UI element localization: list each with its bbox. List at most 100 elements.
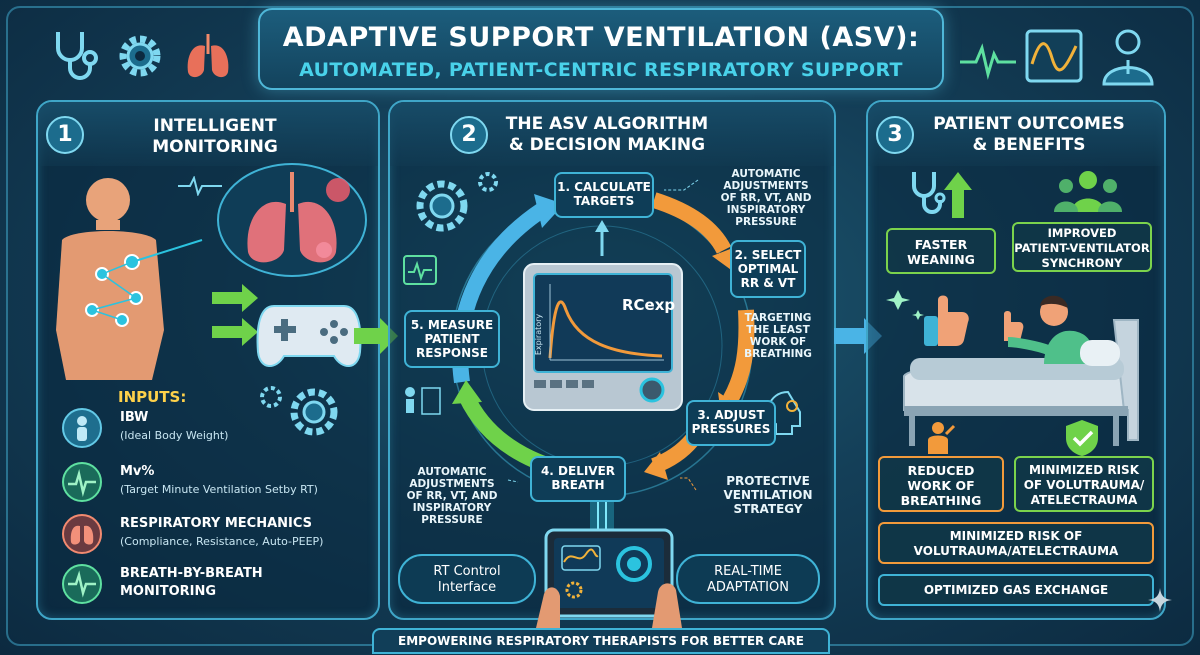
outcome-gas-exchange: OPTIMIZED GAS EXCHANGE xyxy=(878,574,1154,606)
realtime-line2: ADAPTATION xyxy=(707,580,789,595)
patient-in-bed-illustration xyxy=(886,290,1139,446)
panel3-title-line1: PATIENT OUTCOMES xyxy=(933,114,1125,134)
step2-line2: OPTIMAL xyxy=(737,262,799,276)
footer-banner: EMPOWERING RESPIRATORY THERAPISTS FOR BE… xyxy=(372,628,830,654)
gear-icon xyxy=(119,35,161,77)
note-line: AUTOMATIC xyxy=(731,168,801,180)
header-title-box: ADAPTIVE SUPPORT VENTILATION (ASV): AUTO… xyxy=(258,8,944,90)
gear-small-icon xyxy=(260,386,282,408)
panel1-title: INTELLIGENT MONITORING xyxy=(110,116,320,158)
page-title: ADAPTIVE SUPPORT VENTILATION (ASV): xyxy=(282,22,920,53)
cycle-gear-icon xyxy=(290,388,338,436)
green-arrows xyxy=(212,284,258,346)
step-adjust-pressures: 3. ADJUST PRESSURES xyxy=(686,400,776,446)
lungs-illustration xyxy=(217,163,367,277)
note-line: PROTECTIVE xyxy=(726,474,810,488)
waveform-monitor-icon xyxy=(1025,29,1083,83)
outcome-minimized-risk-b: MINIMIZED RISK OF VOLUTRAUMA/ATELECTRAUM… xyxy=(878,522,1154,564)
note-line: AUTOMATIC xyxy=(417,466,487,478)
panel3-title-line2: & BENEFITS xyxy=(972,135,1086,155)
input-desc: (Compliance, Resistance, Auto-PEEP) xyxy=(120,535,324,548)
outcome-line: SYNCHRONY xyxy=(1041,256,1123,270)
outcome-line: WORK OF xyxy=(907,478,975,493)
step3-line2: PRESSURES xyxy=(691,422,771,436)
pulse-icon xyxy=(62,564,102,604)
outcome-line: MINIMIZED RISK xyxy=(1028,463,1139,477)
step-deliver-breath: 4. DELIVER BREATH xyxy=(530,456,626,502)
note-line: STRATEGY xyxy=(733,502,803,516)
panel2-title-line2: & DECISION MAKING xyxy=(508,135,706,155)
step2-line1: 2. SELECT xyxy=(734,248,802,262)
rt-control-line1: RT Control xyxy=(433,564,501,579)
step-select-rr-vt: 2. SELECT OPTIMAL RR & VT xyxy=(730,240,806,298)
outcome-line: REDUCED xyxy=(907,463,975,478)
note-line: OF RR, VT, AND xyxy=(406,490,498,502)
person-icon xyxy=(62,408,102,448)
panel2-title-line1: THE ASV ALGORITHM xyxy=(505,114,709,134)
step5-line1: 5. MEASURE xyxy=(410,318,494,332)
panel3-title: PATIENT OUTCOMES & BENEFITS xyxy=(914,114,1144,156)
inputs-label: INPUTS: xyxy=(118,388,187,406)
outcome-improved-synchrony: IMPROVED PATIENT-VENTILATOR SYNCHRONY xyxy=(1012,222,1152,272)
monitor-rc-label: RCexp xyxy=(622,296,676,314)
panel2-title: THE ASV ALGORITHM & DECISION MAKING xyxy=(492,114,722,156)
real-time-adaptation: REAL-TIME ADAPTATION xyxy=(676,554,820,604)
note-line: INSPIRATORY xyxy=(412,502,492,514)
input-item-mv: Mv% (Target Minute Ventilation Setby RT) xyxy=(62,460,362,504)
panel1-title-line2: MONITORING xyxy=(152,137,278,157)
heartbeat-icon xyxy=(960,43,1016,80)
lungs-icon xyxy=(62,514,102,554)
arrow-panel1-to-panel2 xyxy=(354,318,398,354)
note-automatic-adjustments-top: AUTOMATIC ADJUSTMENTS OF RR, VT, AND INS… xyxy=(712,168,820,228)
outcome-minimized-risk-a: MINIMIZED RISK OF VOLUTRAUMA/ ATELECTRAU… xyxy=(1014,456,1154,512)
panel3-number-badge: 3 xyxy=(876,116,914,154)
clinician-icon xyxy=(1102,29,1154,86)
step1-line2: TARGETS xyxy=(573,194,635,208)
note-line: VENTILATION xyxy=(723,488,813,502)
note-line: TARGETING xyxy=(744,312,812,324)
note-line: OF RR, VT, AND xyxy=(720,192,812,204)
outcome-line: BREATHING xyxy=(900,493,982,508)
outcome-line: FASTER xyxy=(914,237,968,252)
input-item-ibw: IBW (Ideal Body Weight) xyxy=(62,406,362,450)
stethoscope-icon xyxy=(56,32,98,80)
outcome-line: WEANING xyxy=(907,252,975,267)
rt-control-line2: Interface xyxy=(437,580,497,595)
panel1-title-line1: INTELLIGENT xyxy=(153,116,277,136)
input-title-line2: MONITORING xyxy=(120,584,217,599)
step1-line1: 1. CALCULATE xyxy=(557,180,651,194)
outcome-reduced-work: REDUCED WORK OF BREATHING xyxy=(878,456,1004,512)
lungs-icon xyxy=(187,34,229,78)
note-protective-strategy: PROTECTIVE VENTILATION STRATEGY xyxy=(716,474,820,516)
panel1-number-badge: 1 xyxy=(46,116,84,154)
input-item-breath-monitoring: BREATH-BY-BREATH MONITORING xyxy=(62,562,362,606)
realtime-line1: REAL-TIME xyxy=(714,564,782,579)
panel1-header xyxy=(38,102,378,166)
panel3-header xyxy=(868,102,1164,166)
note-line: THE LEAST xyxy=(746,324,810,336)
outcome-line: IMPROVED xyxy=(1047,226,1117,240)
note-line: PRESSURE xyxy=(421,514,483,526)
note-line: ADJUSTMENTS xyxy=(723,180,809,192)
step-calculate-targets: 1. CALCULATE TARGETS xyxy=(554,172,654,218)
input-title: IBW xyxy=(120,410,149,425)
note-line: BREATHING xyxy=(744,348,812,360)
outcome-line: VOLUTRAUMA/ATELECTRAUMA xyxy=(913,544,1119,558)
step2-line3: RR & VT xyxy=(740,276,796,290)
page-subtitle: AUTOMATED, PATIENT-CENTRIC RESPIRATORY S… xyxy=(299,59,903,81)
note-automatic-adjustments-bottom: AUTOMATIC ADJUSTMENTS OF RR, VT, AND INS… xyxy=(396,466,508,526)
step3-line1: 3. ADJUST xyxy=(697,408,765,422)
step5-line3: RESPONSE xyxy=(416,346,488,360)
outcome-line: ATELECTRAUMA xyxy=(1030,493,1138,507)
stethoscope-up-icon xyxy=(912,172,972,218)
patient-body-figure xyxy=(56,178,203,380)
controller-icon xyxy=(256,305,362,367)
people-group-icon xyxy=(1054,171,1122,212)
tablet-control-icon xyxy=(536,528,682,628)
waveform-icon xyxy=(62,462,102,502)
rt-control-interface: RT Control Interface xyxy=(398,554,536,604)
step4-line2: BREATH xyxy=(551,478,605,492)
step4-line1: 4. DELIVER xyxy=(540,464,616,478)
outcome-line: OF VOLUTRAUMA/ xyxy=(1023,478,1145,492)
